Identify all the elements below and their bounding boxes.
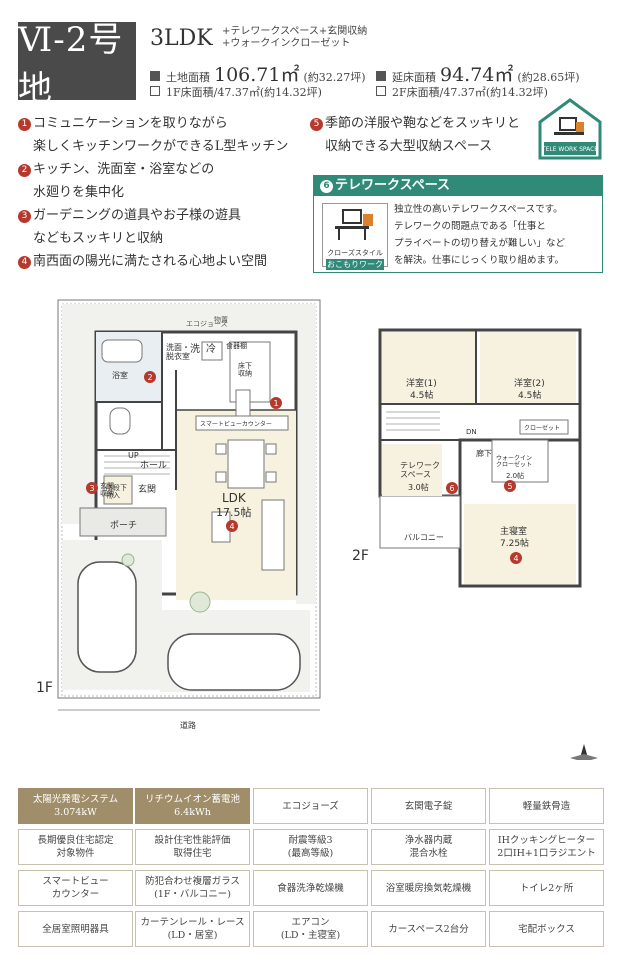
spec-item: スマートビューカウンター: [18, 870, 133, 906]
room-balcony: バルコニー: [404, 533, 444, 542]
room-tw: テレワークスペース: [400, 461, 440, 479]
room-r2-size: 4.5帖: [518, 389, 541, 401]
room-r1: 洋室(1): [406, 377, 437, 389]
floor-area: 延床面積 94.74㎡ (約28.65坪): [376, 60, 579, 87]
floor1-label: 1F: [36, 680, 53, 696]
room-porch: ポーチ: [110, 520, 137, 531]
room-master-size: 7.25帖: [500, 537, 529, 549]
spec-item: カーテンレール・レース(LD・居室): [135, 911, 250, 947]
lot-number-badge: Ⅵ-2号地: [18, 20, 136, 109]
room-hall: ホール: [140, 460, 167, 471]
marker-3: 3: [89, 484, 94, 493]
room-genkan: 玄関: [138, 483, 156, 495]
room-rei: 冷: [206, 342, 216, 355]
spec-item: 全居室照明器具: [18, 911, 133, 947]
room-ldk-size: 17.5帖: [216, 506, 252, 519]
spec-item: カースペース2台分: [371, 911, 486, 947]
first-floor-area: 1F床面積/47.37㎡(約14.32坪): [150, 84, 322, 100]
room-r1-size: 4.5帖: [410, 389, 433, 401]
marker-4-2f: 4: [513, 554, 518, 563]
room-closet: クローゼット: [524, 424, 560, 432]
marker-1: 1: [273, 399, 278, 408]
spec-item: 浄水器内蔵混合水栓: [371, 829, 486, 865]
second-floor-area: 2F床面積/47.37㎡(約14.32坪): [376, 84, 548, 100]
spec-item: 防犯合わせ複層ガラス(1F・バルコニー): [135, 870, 250, 906]
marker-4-1f: 4: [229, 522, 234, 531]
layout-type: 3LDK: [150, 26, 213, 51]
room-wic-size: 2.0帖: [506, 471, 524, 480]
room-tw-size: 3.0帖: [408, 482, 429, 492]
room-shoes: 階段下物入: [106, 483, 127, 500]
telework-logo-text: TELE WORK SPACE: [541, 146, 598, 153]
room-corridor: 廊下: [476, 448, 492, 458]
spec-item: トイレ2ヶ所: [489, 870, 604, 906]
spec-item: 耐震等級3(最高等級): [253, 829, 368, 865]
room-r2: 洋室(2): [514, 377, 545, 389]
closed-style-icon: クローズスタイル おこもりワーク: [322, 203, 388, 270]
room-sen: 洗: [190, 343, 200, 355]
layout-extra-line: +ウォークインクローゼット: [222, 38, 351, 49]
spec-item: エコジョーズ: [253, 788, 368, 824]
spec-item: 食器洗浄乾燥機: [253, 870, 368, 906]
room-smart-counter: スマートビューカウンター: [200, 420, 272, 428]
marker-5: 5: [507, 482, 512, 491]
room-genkan-storage: 玄関収納: [100, 481, 114, 498]
open-square-icon: [376, 86, 386, 96]
layout-extras: +テレワークスペース+玄関収納 +ウォークインクローゼット: [222, 26, 367, 50]
spec-item: 軽量鉄骨造: [489, 788, 604, 824]
marker-2: 2: [147, 373, 152, 382]
spec-item: 浴室暖房換気乾燥機: [371, 870, 486, 906]
compass-icon: [570, 744, 598, 760]
filled-square-icon: [150, 71, 160, 81]
land-area: 土地面積 106.71㎡ (約32.27坪): [150, 60, 366, 87]
floor-plan: 2 1 3 4 エコジョーズ 物置 洗面・脱衣室 洗 冷 食器棚 浴室 床下収納…: [57, 299, 598, 760]
room-ecojaws: エコジョーズ: [186, 319, 228, 328]
room-ldk: LDK: [222, 491, 247, 505]
layout-extra-line: +テレワークスペース+玄関収納: [222, 26, 368, 37]
room-wic: ウォークインクローゼット: [496, 454, 532, 469]
road-label: 道路: [180, 720, 196, 730]
room-master: 主寝室: [500, 525, 527, 537]
room-wash: 洗面・脱衣室: [166, 342, 190, 361]
telework-description: 独立性の高いテレワークスペースです。 テレワークの問題点である「仕事と プライベ…: [394, 204, 566, 266]
room-storage-top: 物置: [214, 315, 228, 324]
marker-6: 6: [449, 484, 454, 493]
desk-icon: [335, 209, 373, 240]
spec-item: エアコン(LD・主寝室): [253, 911, 368, 947]
room-up: UP: [128, 451, 139, 460]
open-square-icon: [150, 86, 160, 96]
spec-item: 宅配ボックス: [489, 911, 604, 947]
room-bath: 浴室: [112, 370, 128, 380]
telework-space-logo-icon: TELE WORK SPACE: [538, 98, 602, 160]
filled-square-icon: [376, 71, 386, 81]
spec-item: 玄関電子錠: [371, 788, 486, 824]
room-pantry: 床下収納: [238, 361, 252, 378]
floor2-label: 2F: [352, 548, 369, 564]
room-dn: DN: [466, 428, 477, 436]
spec-item: 設計住宅性能評価取得住宅: [135, 829, 250, 865]
spec-item: 長期優良住宅認定対象物件: [18, 829, 133, 865]
room-shokki: 食器棚: [226, 341, 247, 350]
